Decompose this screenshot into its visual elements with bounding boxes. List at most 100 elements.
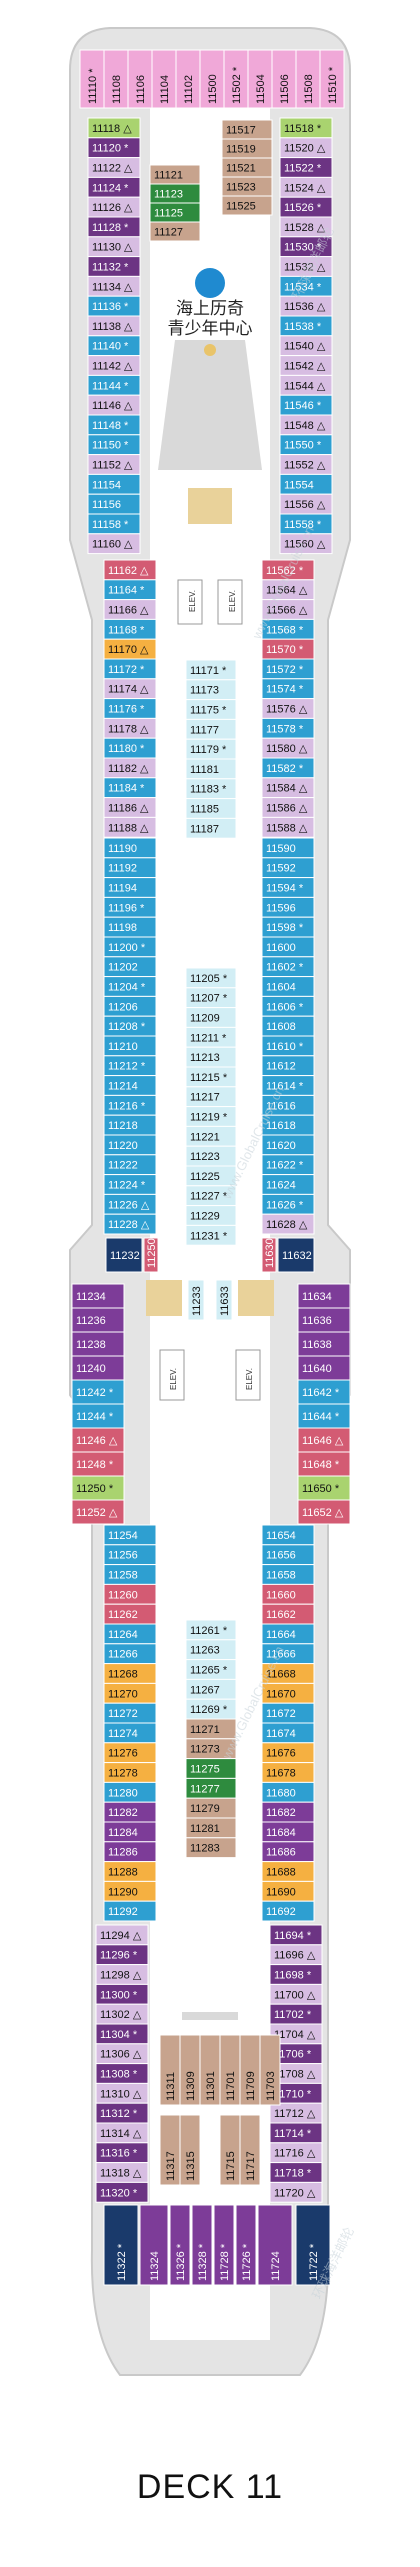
- cabin-11250[interactable]: 11250: [143, 1237, 159, 1273]
- cabin-11273[interactable]: 11273: [185, 1738, 237, 1760]
- cabin-11309[interactable]: 11309: [179, 2034, 201, 2106]
- cabin-11128[interactable]: 11128 *: [87, 216, 141, 238]
- cabin-11518[interactable]: 11518 *: [279, 117, 333, 139]
- cabin-11130[interactable]: 11130 △: [87, 236, 141, 258]
- cabin-11688[interactable]: 11688: [261, 1861, 315, 1882]
- cabin-11220[interactable]: 11220: [103, 1134, 157, 1156]
- cabin-11636[interactable]: 11636: [297, 1307, 351, 1333]
- cabin-11108[interactable]: 11108: [103, 49, 129, 109]
- cabin-11562[interactable]: 11562 *: [261, 559, 315, 581]
- cabin-11308[interactable]: 11308 *: [95, 2063, 149, 2084]
- cabin-11572[interactable]: 11572 *: [261, 658, 315, 680]
- cabin-11550[interactable]: 11550 *: [279, 434, 333, 456]
- cabin-11187[interactable]: 11187: [185, 817, 237, 839]
- cabin-11302[interactable]: 11302 △: [95, 2003, 149, 2025]
- cabin-11532[interactable]: 11532 △: [279, 256, 333, 277]
- cabin-11174[interactable]: 11174 △: [103, 678, 157, 700]
- cabin-11698[interactable]: 11698 *: [269, 1964, 323, 1985]
- cabin-11173[interactable]: 11173: [185, 679, 237, 701]
- cabin-11519[interactable]: 11519: [221, 138, 273, 159]
- cabin-11526[interactable]: 11526 *: [279, 196, 333, 218]
- cabin-11506[interactable]: 11506: [271, 49, 297, 109]
- cabin-11215[interactable]: 11215 *: [185, 1066, 237, 1088]
- cabin-11192[interactable]: 11192: [103, 857, 157, 879]
- cabin-11324[interactable]: 11324: [139, 2204, 169, 2286]
- cabin-11620[interactable]: 11620: [261, 1134, 315, 1156]
- cabin-11314[interactable]: 11314 △: [95, 2122, 149, 2144]
- cabin-11700[interactable]: 11700 △: [269, 1983, 323, 2005]
- cabin-11664[interactable]: 11664: [261, 1623, 315, 1645]
- cabin-11127[interactable]: 11127: [149, 221, 201, 242]
- cabin-11276[interactable]: 11276: [103, 1742, 157, 1764]
- cabin-11286[interactable]: 11286: [103, 1841, 157, 1863]
- cabin-11564[interactable]: 11564 △: [261, 579, 315, 601]
- cabin-11186[interactable]: 11186 △: [103, 797, 157, 818]
- cabin-11265[interactable]: 11265 *: [185, 1659, 237, 1680]
- cabin-11624[interactable]: 11624: [261, 1174, 315, 1195]
- cabin-11194[interactable]: 11194: [103, 877, 157, 898]
- cabin-11171[interactable]: 11171 *: [185, 659, 237, 681]
- cabin-11184[interactable]: 11184 *: [103, 777, 157, 799]
- cabin-11272[interactable]: 11272: [103, 1702, 157, 1724]
- cabin-11580[interactable]: 11580 △: [261, 737, 315, 759]
- cabin-11218[interactable]: 11218: [103, 1114, 157, 1136]
- cabin-11648[interactable]: 11648 *: [297, 1451, 351, 1477]
- cabin-11148[interactable]: 11148 *: [87, 414, 141, 436]
- cabin-11170[interactable]: 11170 △: [103, 638, 157, 660]
- cabin-11125[interactable]: 11125: [149, 202, 201, 223]
- cabin-11614[interactable]: 11614 *: [261, 1075, 315, 1096]
- cabin-11500[interactable]: 11500: [199, 49, 225, 109]
- cabin-11720[interactable]: 11720 △: [269, 2181, 323, 2203]
- cabin-11592[interactable]: 11592: [261, 857, 315, 879]
- cabin-11200[interactable]: 11200 *: [103, 936, 157, 958]
- cabin-11544[interactable]: 11544 △: [279, 374, 333, 396]
- cabin-11328[interactable]: 11328 *: [191, 2204, 213, 2286]
- cabin-11202[interactable]: 11202: [103, 956, 157, 978]
- cabin-11213[interactable]: 11213: [185, 1046, 237, 1068]
- cabin-11510[interactable]: 11510 *: [319, 49, 345, 109]
- cabin-11280[interactable]: 11280: [103, 1781, 157, 1803]
- cabin-11110[interactable]: 11110 *: [79, 49, 105, 109]
- cabin-11277[interactable]: 11277: [185, 1777, 237, 1799]
- cabin-11102[interactable]: 11102: [175, 49, 201, 109]
- cabin-11304[interactable]: 11304 *: [95, 2023, 149, 2045]
- cabin-11248[interactable]: 11248 *: [71, 1451, 125, 1477]
- cabin-11558[interactable]: 11558 *: [279, 513, 333, 535]
- cabin-11190[interactable]: 11190: [103, 837, 157, 859]
- cabin-11612[interactable]: 11612: [261, 1055, 315, 1077]
- cabin-11502[interactable]: 11502 *: [223, 49, 249, 109]
- cabin-11240[interactable]: 11240: [71, 1355, 125, 1381]
- cabin-11556[interactable]: 11556 △: [279, 493, 333, 515]
- cabin-11608[interactable]: 11608: [261, 1015, 315, 1037]
- cabin-11622[interactable]: 11622 *: [261, 1154, 315, 1176]
- cabin-11714[interactable]: 11714 *: [269, 2122, 323, 2144]
- cabin-11676[interactable]: 11676: [261, 1742, 315, 1764]
- cabin-11140[interactable]: 11140 *: [87, 335, 141, 357]
- cabin-11196[interactable]: 11196 *: [103, 896, 157, 918]
- cabin-11216[interactable]: 11216 *: [103, 1094, 157, 1116]
- cabin-11640[interactable]: 11640: [297, 1355, 351, 1381]
- cabin-11121[interactable]: 11121: [149, 164, 201, 185]
- cabin-11211[interactable]: 11211 *: [185, 1026, 237, 1048]
- cabin-11548[interactable]: 11548 △: [279, 414, 333, 436]
- cabin-11618[interactable]: 11618: [261, 1114, 315, 1136]
- cabin-11546[interactable]: 11546 *: [279, 394, 333, 416]
- cabin-11244[interactable]: 11244 *: [71, 1403, 125, 1429]
- cabin-11156[interactable]: 11156: [87, 493, 141, 515]
- cabin-11292[interactable]: 11292: [103, 1900, 157, 1922]
- cabin-11228[interactable]: 11228 △: [103, 1213, 157, 1235]
- cabin-11709[interactable]: 11709: [239, 2034, 261, 2106]
- cabin-11318[interactable]: 11318 △: [95, 2162, 149, 2183]
- cabin-11717[interactable]: 11717: [239, 2114, 261, 2186]
- cabin-11198[interactable]: 11198: [103, 916, 157, 938]
- cabin-11222[interactable]: 11222: [103, 1154, 157, 1176]
- cabin-11715[interactable]: 11715: [219, 2114, 241, 2186]
- cabin-11602[interactable]: 11602 *: [261, 956, 315, 978]
- cabin-11650[interactable]: 11650 *: [297, 1475, 351, 1501]
- cabin-11298[interactable]: 11298 △: [95, 1964, 149, 1985]
- cabin-11634[interactable]: 11634: [297, 1283, 351, 1309]
- cabin-11270[interactable]: 11270: [103, 1682, 157, 1704]
- cabin-11568[interactable]: 11568 *: [261, 618, 315, 640]
- cabin-11644[interactable]: 11644 *: [297, 1403, 351, 1429]
- cabin-11261[interactable]: 11261 *: [185, 1619, 237, 1641]
